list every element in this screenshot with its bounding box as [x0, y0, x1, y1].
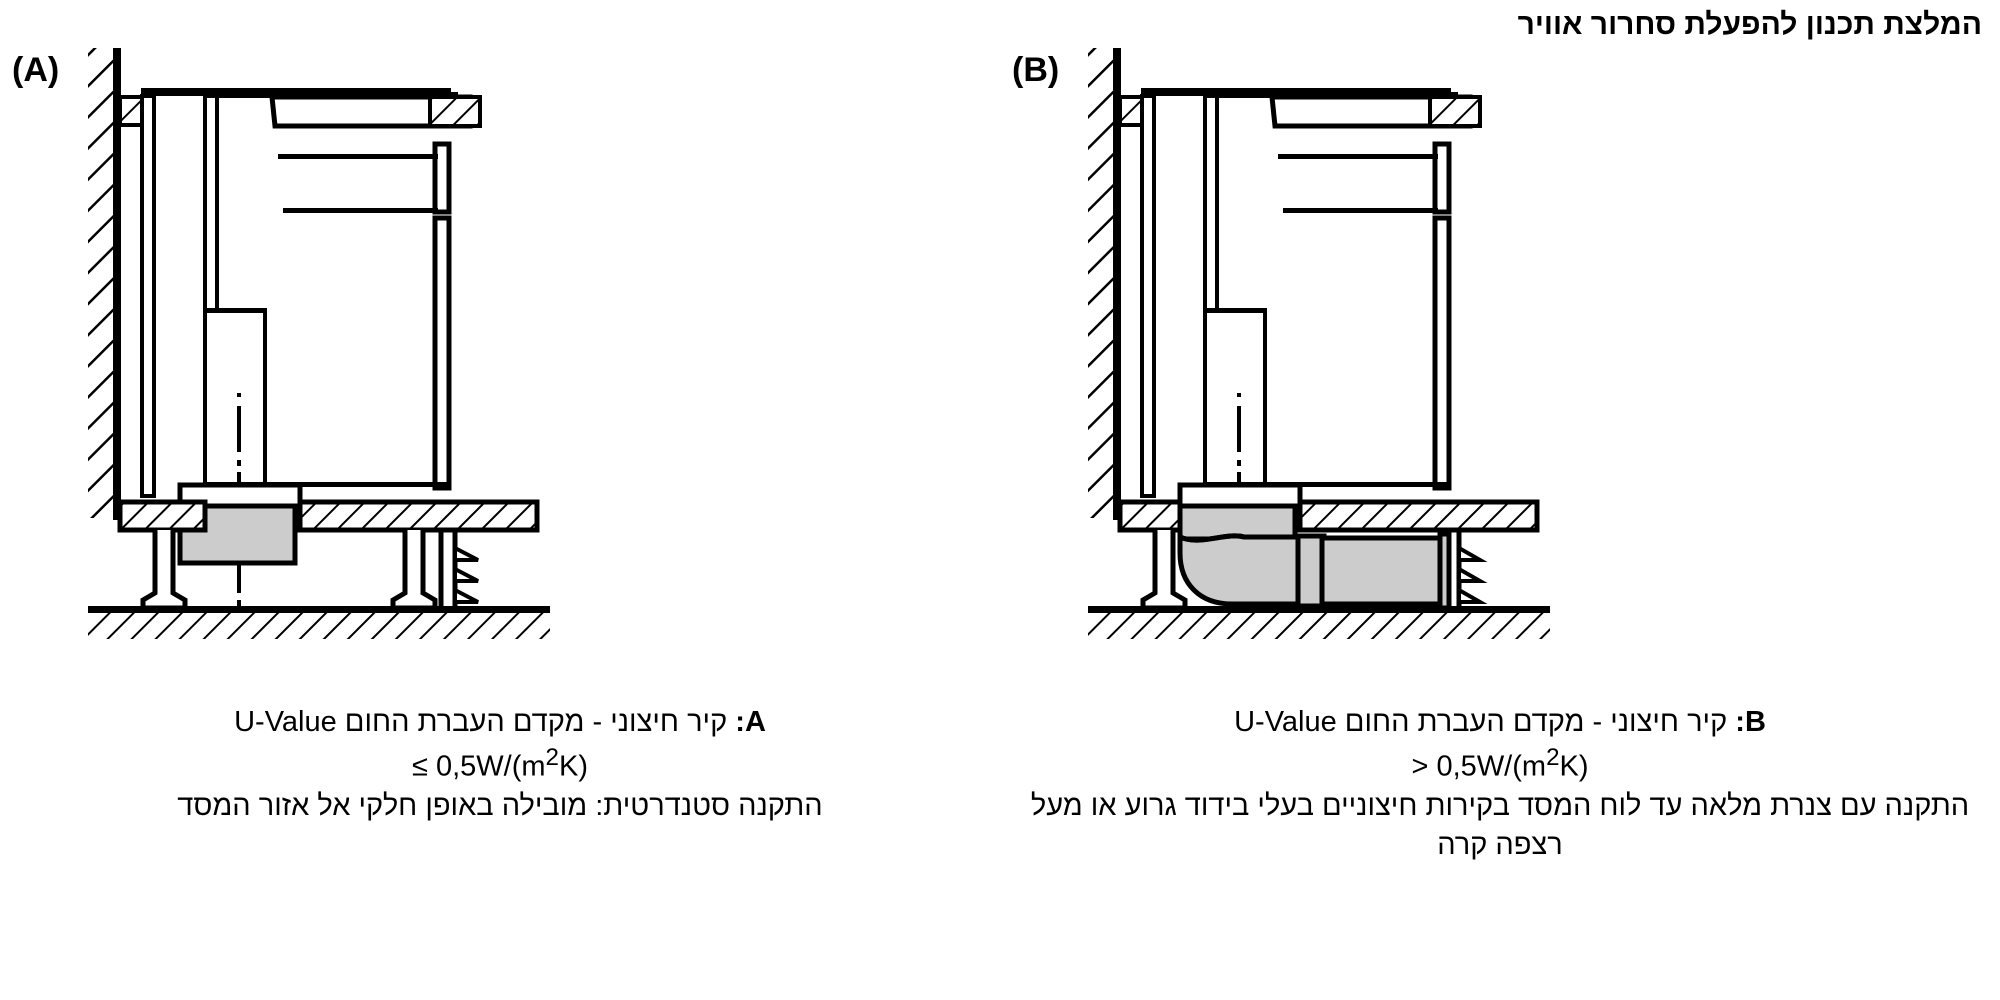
caption-a-value: 0,5W/(m [435, 750, 546, 783]
built-in-appliance-body [1140, 94, 1452, 498]
caption-a-desc: התקנה סטנדרטית: מובילה באופן חלקי אל אזו… [177, 789, 823, 822]
panel-a-label: (A) [12, 51, 60, 89]
kitchen-worktop [118, 88, 482, 129]
external-wall [88, 48, 121, 520]
floor [88, 606, 550, 639]
panel-b-caption: B: קיר חיצוני - מקדם העברת החום U-Value … [1030, 703, 1970, 865]
caption-a-line1-text: קיר חיצוני - מקדם העברת החום U-Value [234, 706, 728, 738]
recirculation-air-duct [1177, 482, 1453, 611]
caption-a-compare: ≤ [412, 750, 428, 783]
caption-a-exp: 2 [545, 744, 559, 772]
caption-b-key: B: [1735, 706, 1766, 738]
caption-a-line2: ≤ 0,5W/(m2K) [30, 742, 970, 787]
caption-b-value: 0,5W/(m [1436, 750, 1547, 783]
external-wall [1088, 48, 1121, 520]
panel-b-label: (B) [1012, 51, 1060, 89]
caption-b-tail: K) [1559, 750, 1589, 783]
caption-b-line2: > 0,5W/(m2K) [1030, 742, 1970, 787]
caption-b-compare: > [1411, 750, 1429, 783]
caption-a-tail: K) [558, 750, 588, 783]
caption-b-desc: התקנה עם צנרת מלאה עד לוח המסד בקירות חי… [1030, 789, 1970, 862]
caption-b-line1-text: קיר חיצוני - מקדם העברת החום U-Value [1234, 706, 1728, 738]
built-in-appliance-body [140, 94, 452, 498]
floor [1088, 606, 1550, 639]
panel-a-drawing [88, 48, 550, 639]
caption-b-line1: B: קיר חיצוני - מקדם העברת החום U-Value [1030, 703, 1970, 742]
kitchen-worktop [1118, 88, 1482, 129]
plinth-ventilation-grille [1446, 527, 1488, 613]
page-title: המלצת תכנון להפעלת סחרור אוויר [1517, 8, 1982, 41]
plinth-ventilation-grille [438, 527, 479, 613]
caption-a-key: A: [735, 706, 766, 738]
panel-a-caption: A: קיר חיצוני - מקדם העברת החום U-Value … [30, 703, 970, 826]
caption-b-exp: 2 [1546, 744, 1560, 772]
plinth-board [117, 499, 540, 533]
caption-a-line1: A: קיר חיצוני - מקדם העברת החום U-Value [30, 703, 970, 742]
panel-b-drawing [1088, 48, 1550, 639]
